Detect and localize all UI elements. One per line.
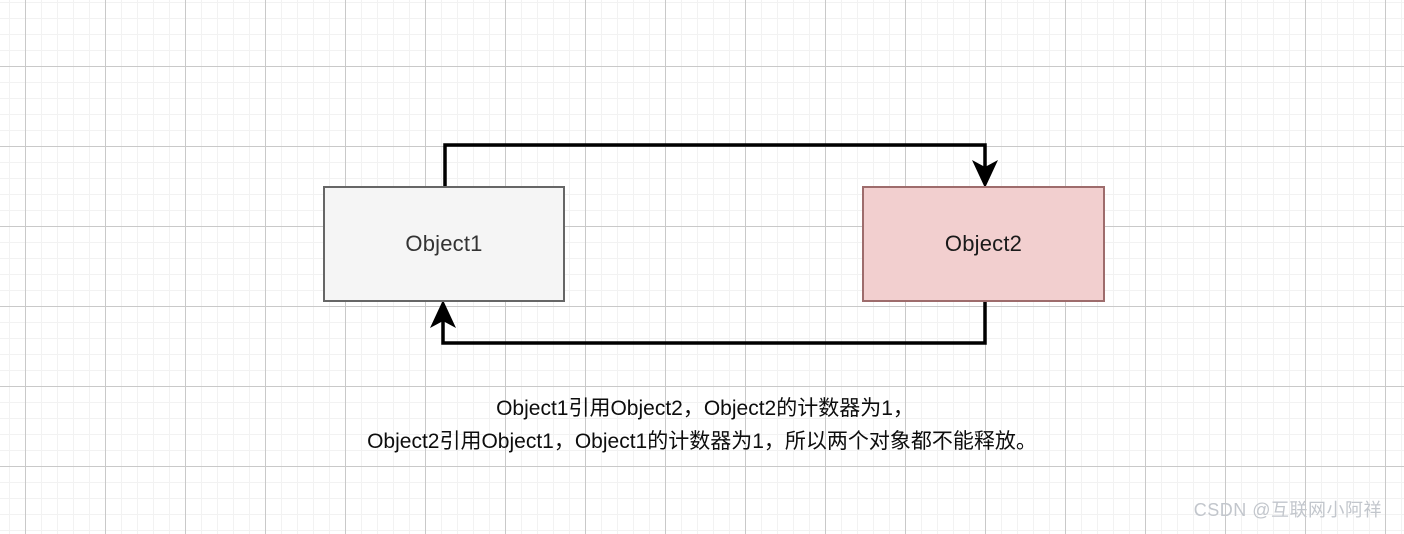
node-object1-label: Object1: [405, 231, 483, 256]
edge-object1-to-object2: [443, 143, 998, 188]
edge-object2-to-object1: [430, 300, 987, 345]
node-object2[interactable]: Object2: [862, 186, 1105, 302]
node-object1[interactable]: Object1: [323, 186, 565, 302]
arrowhead-down-icon: [972, 160, 998, 188]
caption-line-1: Object1引用Object2，Object2的计数器为1，: [496, 397, 914, 420]
watermark: CSDN @互联网小阿祥: [1193, 500, 1382, 520]
arrowhead-up-icon: [430, 300, 456, 328]
node-object2-label: Object2: [944, 231, 1023, 256]
caption-line-2: Object2引用Object1，Object1的计数器为1，所以两个对象都不能…: [367, 430, 1037, 453]
diagram-caption: Object1引用Object2，Object2的计数器为1， Object2引…: [0, 392, 1404, 458]
